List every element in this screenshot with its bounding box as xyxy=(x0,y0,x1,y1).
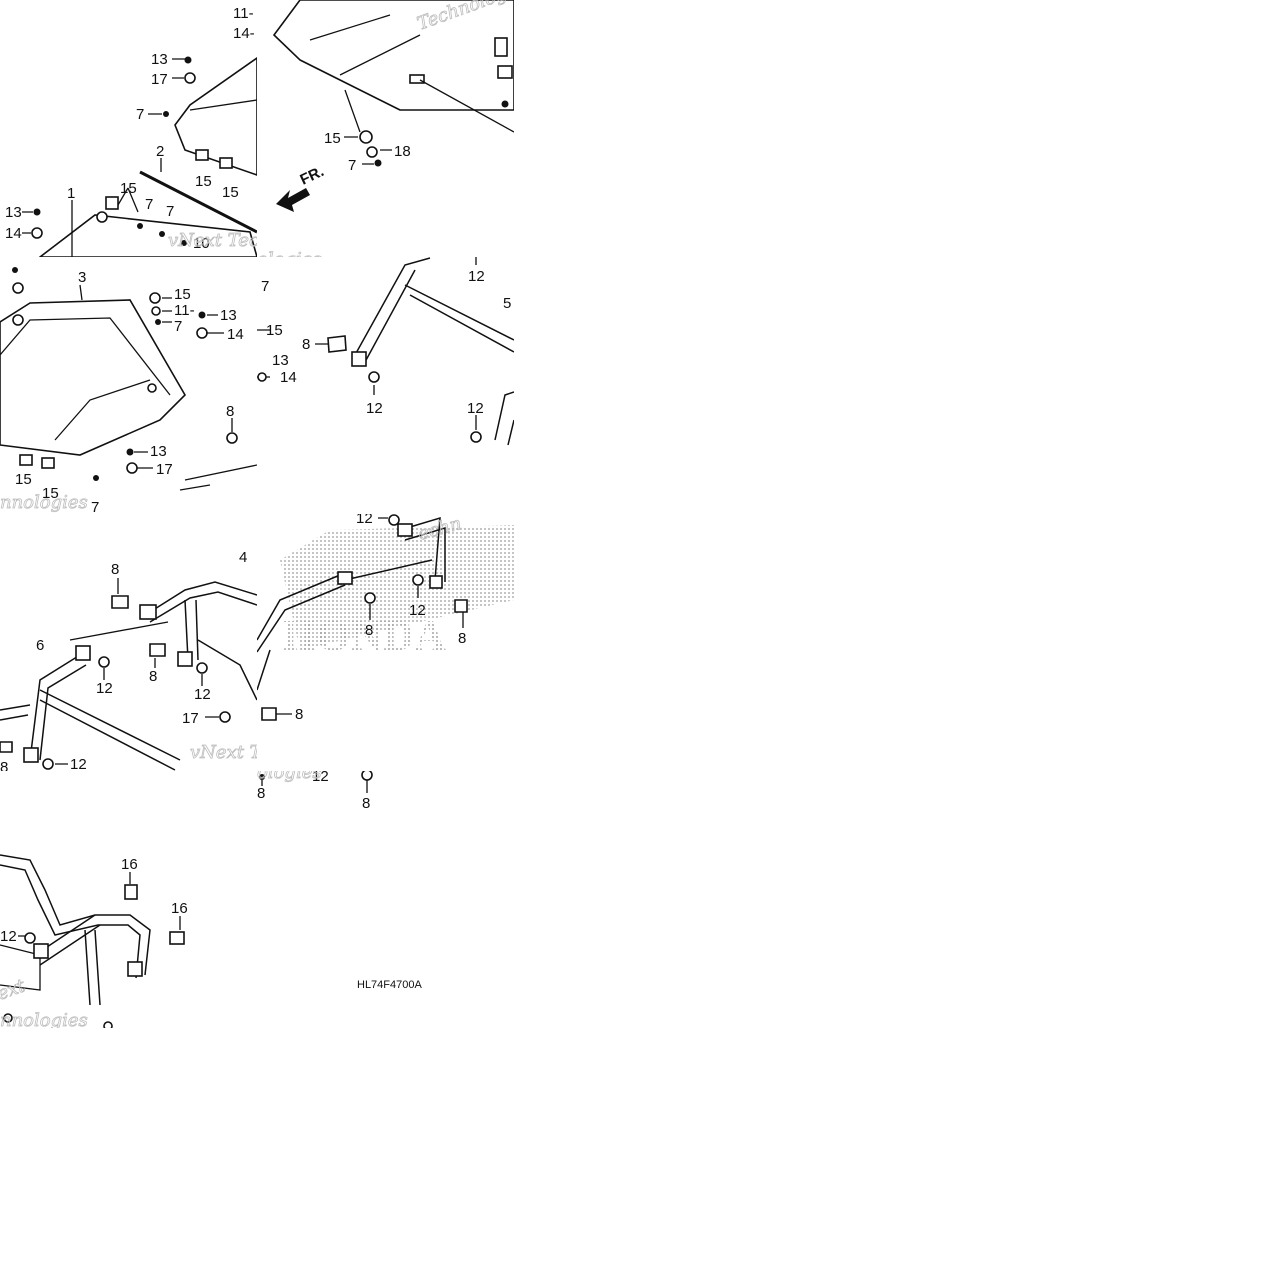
callout-label: 15 xyxy=(266,322,283,339)
callout-label: 10 xyxy=(193,235,210,252)
callout-label: 16 xyxy=(121,856,138,873)
front-label: FR. xyxy=(298,163,327,189)
callout-label: 7 xyxy=(136,106,144,123)
callout-label: 6 xyxy=(36,637,44,654)
brand-watermark: HONDA xyxy=(282,611,446,660)
callout-label: 12 xyxy=(409,602,426,619)
watermark-text: vNext Tec xyxy=(190,742,281,763)
callout-label: 7 xyxy=(166,203,174,220)
tile-roof-middle: 3 15 11- 7 13 14 8 13 17 15 15 7 nnologi… xyxy=(0,267,257,516)
watermark-text: nnologies xyxy=(0,492,88,513)
callout-label: 8 xyxy=(111,561,119,578)
callout-label: 1 xyxy=(67,185,75,202)
callout-label: 12 xyxy=(356,510,373,527)
callout-label: 15 xyxy=(324,130,341,147)
fastener-icon xyxy=(31,56,196,246)
callout-label: 7 xyxy=(261,278,269,295)
callout-label: 8 xyxy=(365,622,373,639)
callout-label: 15 xyxy=(222,184,239,201)
callout-label: 12 xyxy=(467,400,484,417)
callout-label: 4 xyxy=(239,549,247,566)
callout-label: 14- xyxy=(233,25,255,42)
callout-label: 7 xyxy=(348,157,356,174)
callout-label: 12 xyxy=(468,268,485,285)
callout-label: 8 xyxy=(0,759,8,776)
callout-label: 13 xyxy=(151,51,168,68)
callout-label: 12 xyxy=(0,928,17,945)
callout-label: 5 xyxy=(503,295,511,312)
tile-roof-front: 15 18 7 FR. Technologies ologies xyxy=(257,0,514,270)
watermark-text: ologies xyxy=(257,762,322,783)
callout-label: 8 xyxy=(257,785,265,802)
callout-label: 15 xyxy=(15,471,32,488)
front-arrow-icon xyxy=(276,188,310,212)
callout-label: 15 xyxy=(174,286,191,303)
callout-label: 12 xyxy=(70,756,87,773)
watermark-text: ologies xyxy=(257,249,322,270)
callout-label: 18 xyxy=(394,143,411,160)
tile-frame-front: 7 15 13 14 12 5 8 12 12 xyxy=(257,257,514,446)
callout-label: 13 xyxy=(220,307,237,324)
tile-frame-main: 8 4 6 12 8 12 17 12 8 vNext Tec xyxy=(0,549,281,776)
tile-roof-rear-left: 11- 14- 13 17 7 2 15 15 15 1 7 7 13 14 1… xyxy=(5,5,259,257)
tile-frame-bumper: 16 16 12 ext nnologies xyxy=(0,854,188,1031)
callout-label: 17 xyxy=(182,710,199,727)
callout-label: 15 xyxy=(195,173,212,190)
callout-label: 8 xyxy=(149,668,157,685)
callout-label: 15 xyxy=(42,485,59,502)
callout-label: 7 xyxy=(145,196,153,213)
callout-label: 11- xyxy=(233,5,254,22)
callout-label: 17 xyxy=(156,461,173,478)
callout-label: 3 xyxy=(78,269,86,286)
watermark-text: ext xyxy=(0,975,29,1005)
watermark-text: vNext Tec xyxy=(168,230,259,251)
callout-label: 14 xyxy=(280,369,297,386)
callout-label: 8 xyxy=(295,706,303,723)
diagram-code: HL74F4700A xyxy=(357,979,422,991)
callout-label: 12 xyxy=(366,400,383,417)
callout-label: 15 xyxy=(120,180,137,197)
callout-label: 16 xyxy=(171,900,188,917)
callout-label: 12 xyxy=(194,686,211,703)
callout-label: 2 xyxy=(156,143,164,160)
callout-label: 13 xyxy=(5,204,22,221)
callout-label: 11- xyxy=(174,302,195,319)
callout-label: 7 xyxy=(91,499,99,516)
callout-label: 14 xyxy=(5,225,22,242)
callout-label: 13 xyxy=(150,443,167,460)
callout-label: 12 xyxy=(96,680,113,697)
callout-label: 12 xyxy=(312,768,329,785)
tile-partial: 8 8 12 ologies HL74F4700A xyxy=(257,762,422,991)
tile-frame-rear: HONDA 12 8 12 8 8 echn xyxy=(257,510,514,723)
callout-label: 14 xyxy=(227,326,244,343)
callout-label: 8 xyxy=(302,336,310,353)
callout-label: 8 xyxy=(458,630,466,647)
callout-label: 17 xyxy=(151,71,168,88)
callout-label: 8 xyxy=(362,795,370,812)
watermark-text: nnologies xyxy=(0,1010,88,1031)
callout-label: 13 xyxy=(272,352,289,369)
callout-label: 8 xyxy=(226,403,234,420)
callout-label: 7 xyxy=(174,318,182,335)
